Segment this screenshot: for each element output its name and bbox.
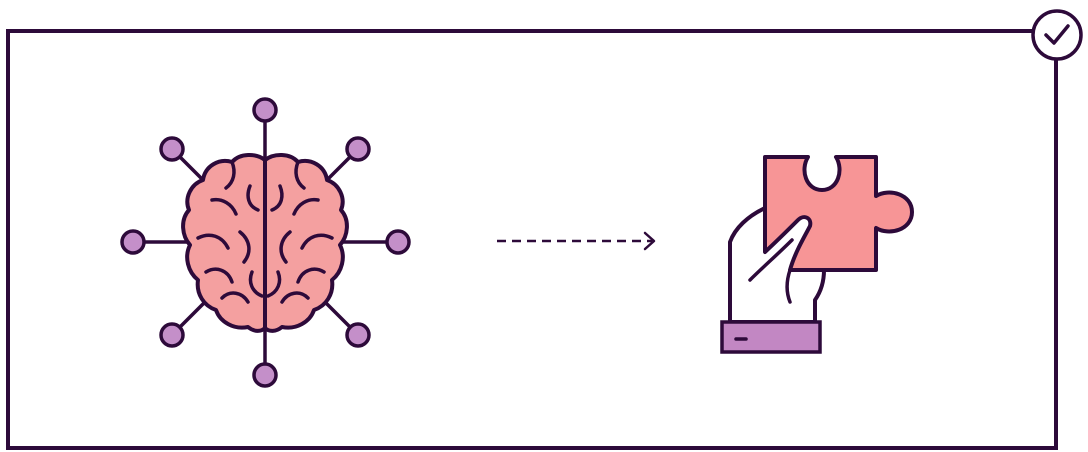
hand-holding-puzzle-icon: [722, 157, 912, 352]
network-node: [387, 231, 409, 253]
dashed-arrow-icon: [497, 233, 654, 249]
hand-sleeve: [722, 322, 820, 352]
network-node: [254, 364, 276, 386]
network-node: [347, 324, 369, 346]
network-node: [254, 99, 276, 121]
brain-network-icon: [122, 99, 409, 386]
check-circle-icon: [1033, 11, 1081, 59]
network-node: [161, 138, 183, 160]
network-node: [347, 138, 369, 160]
diagram-frame: [8, 31, 1056, 448]
network-node: [161, 324, 183, 346]
network-node: [122, 231, 144, 253]
